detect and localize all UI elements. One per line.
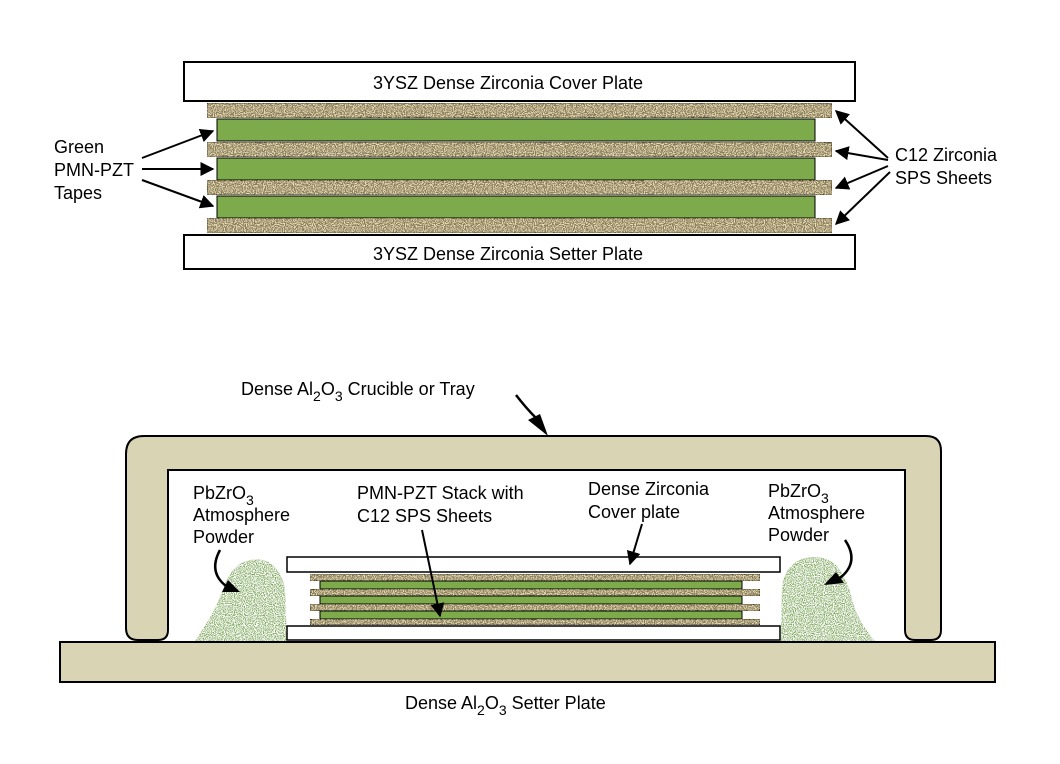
powder-left-line2: Atmosphere [193,505,290,525]
green-tape [216,195,816,219]
cover-callout: Dense Zirconia Cover plate [588,479,710,566]
green-tapes-label-line3: Tapes [54,183,102,203]
stack-callout: PMN-PZT Stack with C12 SPS Sheets [357,483,524,618]
arrow [834,146,889,161]
mini-green-tape [319,595,743,605]
powder-right-line2: Atmosphere [768,503,865,523]
stack-label-line2: C12 SPS Sheets [357,506,492,526]
sps-sheet [206,141,833,158]
arrow [834,165,889,190]
powder-left-line1: PbZrO3 [193,483,254,508]
green-tape [216,118,816,142]
powder-pile-left [195,559,287,641]
powder-left-line3: Powder [193,527,254,547]
arrow [834,171,891,225]
powder-right-line3: Powder [768,525,829,545]
sps-sheet [206,179,833,196]
setter-plate [183,234,856,270]
top-stack: 3YSZ Dense Zirconia Cover Plate 3YSZ Den… [183,61,856,270]
arrow-head [528,414,548,436]
stack-label-line1: PMN-PZT Stack with [357,483,524,503]
crucible-label: Dense Al2O3 Crucible or Tray [241,379,475,404]
setter-label: Dense Al2O3 Setter Plate [405,693,606,718]
green-tapes-label-line1: Green [54,137,104,157]
sps-label-line2: SPS Sheets [895,168,992,188]
powder-left-callout: PbZrO3 Atmosphere Powder [193,483,290,592]
sps-sheets-callout: C12 Zirconia SPS Sheets [834,110,998,225]
arrow [626,523,643,566]
mini-sps-sheet [309,618,761,626]
powder-right-callout: PbZrO3 Atmosphere Powder [768,481,865,585]
mini-setter-plate [286,625,781,641]
crucible [125,435,942,641]
arrow [515,394,537,419]
mini-sps-sheet [309,573,761,582]
arrow [141,179,215,209]
arrow [834,110,889,159]
crucible-callout: Dense Al2O3 Crucible or Tray [241,379,548,436]
arrow [421,529,445,618]
mini-green-tape [319,580,743,590]
arrow [213,549,227,587]
green-tape [216,157,816,181]
mini-sps-sheet [309,603,761,612]
green-tapes-callout: Green PMN-PZT Tapes [54,128,215,209]
cover-label-line2: Cover plate [588,502,680,522]
sps-label-line1: C12 Zirconia [895,145,998,165]
mini-cover-plate [286,556,781,573]
arrow [839,539,853,579]
powder-right-line1: PbZrO3 [768,481,829,506]
cover-label-line1: Dense Zirconia [588,479,710,499]
arrow-head [824,572,844,585]
alumina-setter-plate [59,641,996,683]
arrow-head [222,580,240,592]
powder-pile-right [781,557,875,641]
sps-sheet [206,217,833,234]
mini-stack [286,556,781,641]
mini-sps-sheet [309,588,761,597]
sps-sheet [206,102,833,119]
cover-plate [183,61,856,102]
cover-plate-label: 3YSZ Dense Zirconia Cover Plate [373,73,643,93]
mini-green-tape [319,610,743,620]
setter-plate-label: 3YSZ Dense Zirconia Setter Plate [373,244,643,264]
green-tapes-label-line2: PMN-PZT [54,160,134,180]
arrow [141,128,215,159]
